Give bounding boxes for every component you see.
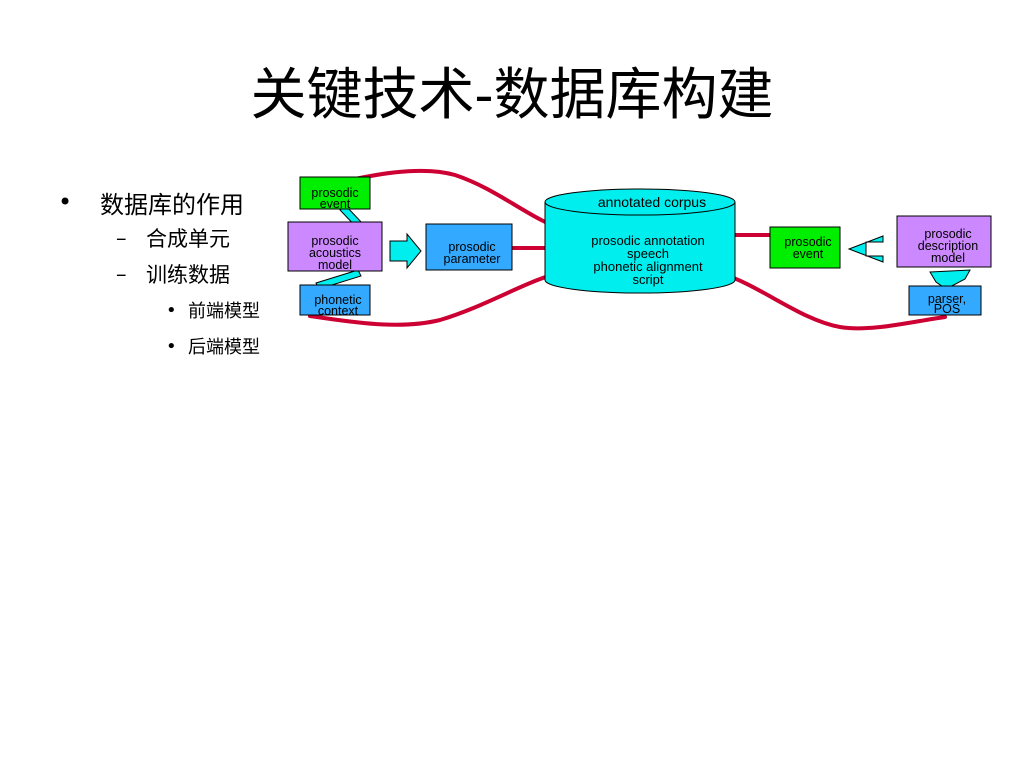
box-text-line: context: [318, 304, 359, 318]
box-parser-pos: parser,POS: [908, 285, 982, 316]
link-context-to-corpus: [308, 268, 572, 327]
box-text-line: prosodic annotation: [591, 233, 704, 248]
connector-description-parser: [929, 269, 971, 290]
bullet-marker: •: [166, 299, 177, 321]
box-text-line: parameter: [444, 252, 501, 266]
dash-marker: –: [116, 226, 127, 250]
sub-bullet-item: – 合成单元: [58, 220, 260, 256]
bullet-list: • 数据库的作用 – 合成单元 – 训练数据 • 前端模型 • 后端模型: [58, 184, 260, 364]
bullet-text: 数据库的作用: [100, 190, 244, 219]
arrow-left-icon: [847, 235, 884, 263]
box-text-line: prosodic: [448, 240, 495, 254]
box-text-line: speech: [627, 246, 669, 261]
link-corpus-to-parser: [718, 271, 947, 331]
box-text-line: model: [931, 251, 965, 265]
box-text-line: event: [793, 247, 824, 261]
sub-bullet-item: – 训练数据: [58, 256, 260, 292]
sub-sub-bullet-text: 后端模型: [188, 337, 260, 358]
box-text: parser,POS: [928, 292, 966, 316]
link-event-to-corpus: [331, 168, 572, 234]
box-text-line: phonetic: [314, 293, 361, 307]
bullet-marker: •: [58, 188, 73, 216]
box-text-line: POS: [934, 302, 960, 316]
sub-bullet-text: 合成单元: [146, 227, 230, 251]
dash-marker: –: [116, 262, 127, 286]
arrow-right-icon: [389, 232, 422, 270]
bullet-item: • 数据库的作用: [58, 184, 260, 220]
box-text-line: prosodic: [311, 234, 358, 248]
bullet-marker: •: [166, 335, 177, 357]
page-title: 关键技术-数据库构建: [250, 63, 774, 128]
sub-bullet-text: 训练数据: [146, 263, 230, 287]
box-text-line: prosodic: [924, 227, 971, 241]
cylinder-top: [544, 188, 736, 216]
sub-sub-bullet-text: 前端模型: [188, 301, 260, 322]
box-text-line: description: [918, 239, 978, 253]
box-text-line: event: [320, 197, 351, 211]
box-text-line: parser,: [928, 292, 966, 306]
box-text-line: prosodic: [784, 235, 831, 249]
box-text-line: phonetic alignment: [593, 259, 703, 274]
box-text-line: script: [632, 272, 663, 287]
box-text-line: model: [318, 258, 352, 272]
sub-sub-bullet-item: • 前端模型: [58, 292, 260, 328]
cylinder-body: [544, 202, 736, 294]
sub-sub-bullet-item: • 后端模型: [58, 328, 260, 364]
corpus-title: annotated corpus: [598, 194, 706, 210]
box-text-line: acoustics: [309, 246, 361, 260]
box-text-line: prosodic: [311, 186, 358, 200]
